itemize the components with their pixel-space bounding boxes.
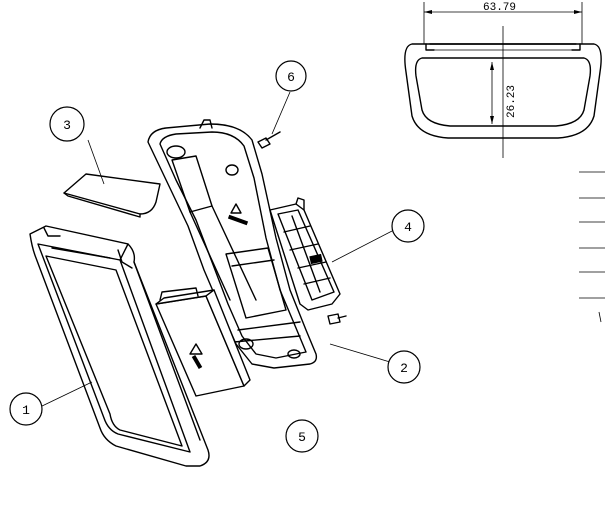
partial-table-lines [579,171,605,323]
callout-6: 6 [275,60,307,92]
callout-2: 2 [387,350,421,384]
callout-2-label: 2 [400,361,408,376]
callout-4-label: 4 [404,220,412,235]
callout-1-label: 1 [22,403,30,418]
callout-3: 3 [49,106,85,142]
callout-1: 1 [9,392,43,426]
part-4-battery-cover [269,197,347,325]
top-view-outline [404,43,602,139]
leader-lines [39,91,395,408]
battery-block [155,287,251,397]
callout-5-label: 5 [298,430,306,445]
top-view: 63.79 26.23 [404,2,602,158]
width-dimension-label: 63.79 [483,2,516,14]
callout-5: 5 [285,419,319,453]
callout-6-label: 6 [287,70,295,85]
part-2-rear-housing [147,119,318,369]
part-6-screw [257,131,281,149]
part-3-lens-plate [63,173,161,218]
part-1-front-housing [29,225,210,467]
height-dimension-label: 26.23 [506,85,518,118]
callout-4: 4 [391,209,425,243]
callout-3-label: 3 [63,118,71,133]
